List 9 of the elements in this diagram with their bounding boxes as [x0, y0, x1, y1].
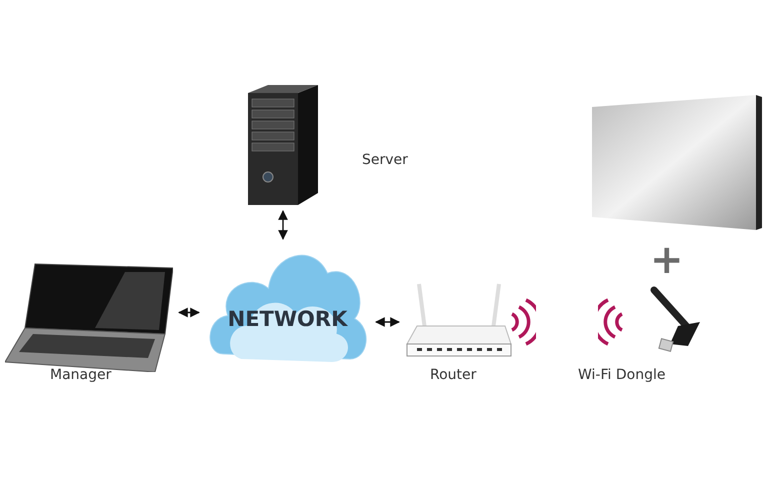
double-arrow	[375, 317, 400, 327]
node-label: NETWORK	[226, 307, 349, 331]
double-arrow	[178, 308, 200, 318]
plus-sign: +	[650, 240, 684, 280]
device-caption: Server	[362, 152, 408, 168]
device-caption: Manager	[50, 367, 112, 383]
device-caption: Router	[430, 367, 476, 383]
device-caption: Wi-Fi Dongle	[578, 367, 666, 383]
double-arrow	[278, 210, 288, 240]
